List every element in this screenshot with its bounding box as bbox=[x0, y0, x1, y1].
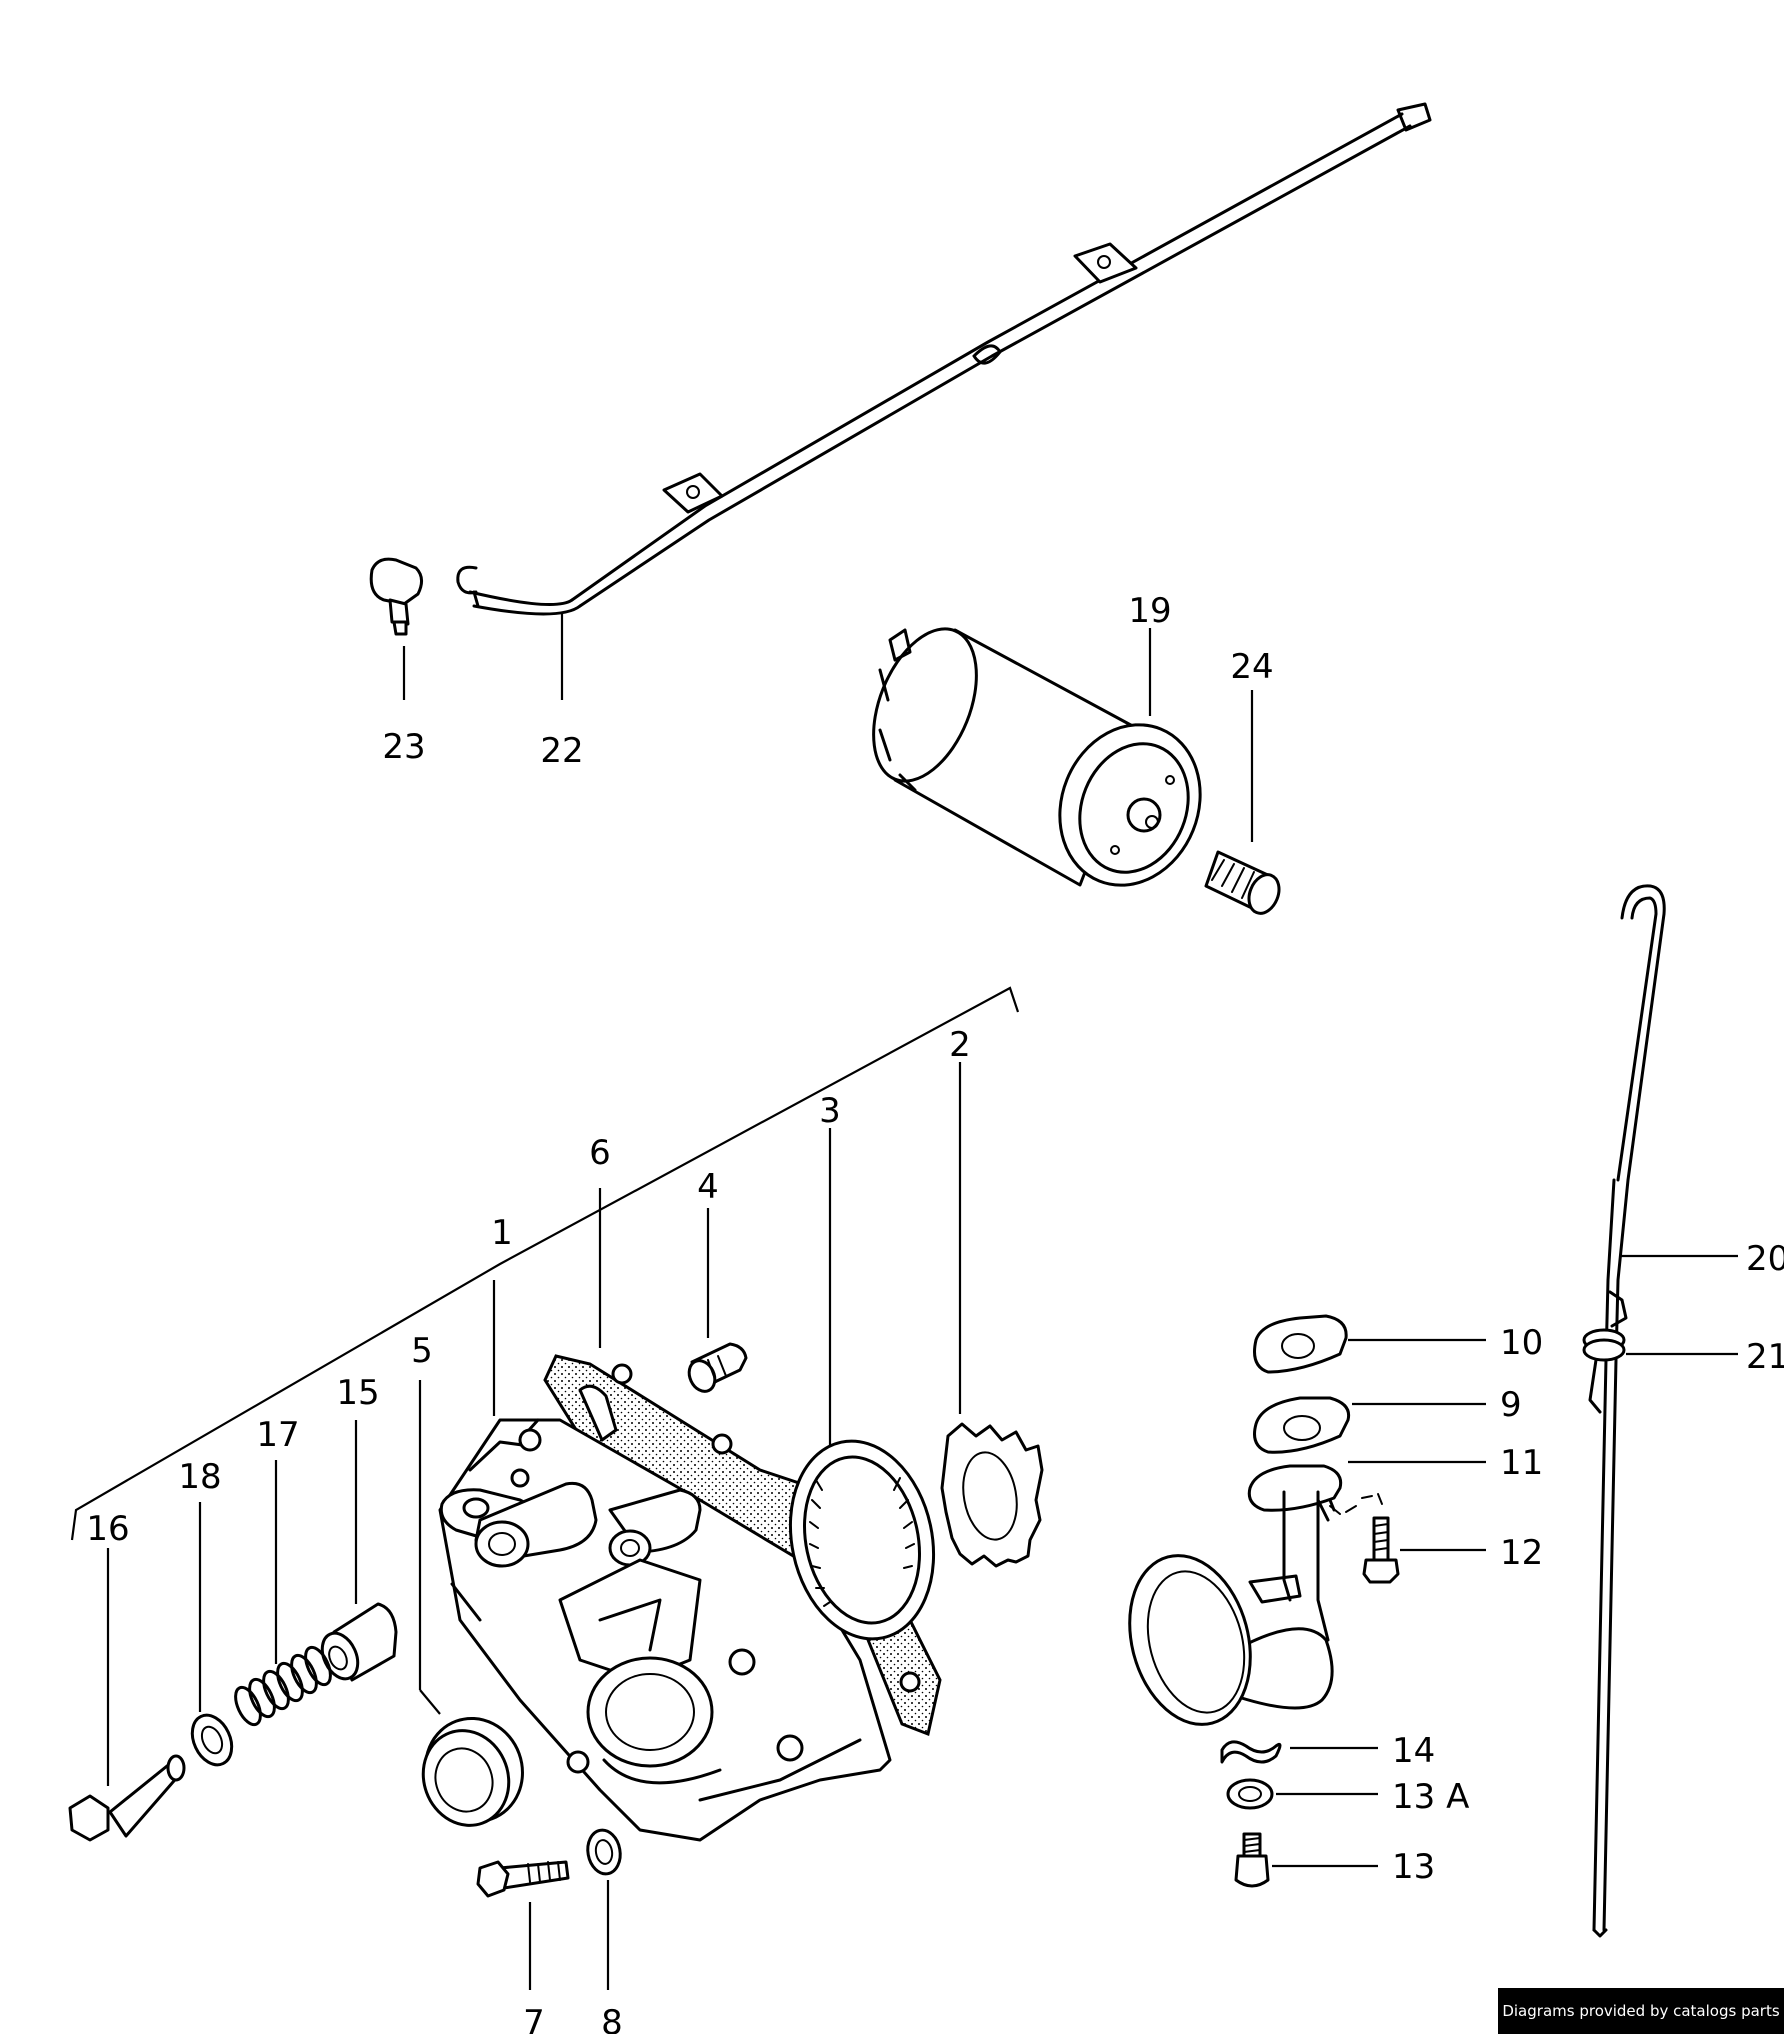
callout-6: 6 bbox=[589, 1133, 611, 1173]
dipstick-20 bbox=[1592, 884, 1666, 1938]
o-ring-14 bbox=[1220, 1740, 1282, 1764]
diagram-credit-badge: Diagrams provided by catalogs parts bbox=[1498, 1988, 1784, 2034]
bolt-13 bbox=[1234, 1832, 1270, 1888]
callout-19: 19 bbox=[1128, 591, 1171, 631]
callout-14: 14 bbox=[1392, 1731, 1435, 1771]
bolt-7 bbox=[476, 1860, 570, 1898]
callout-4: 4 bbox=[697, 1167, 719, 1207]
callout-23: 23 bbox=[382, 727, 425, 767]
callout-24: 24 bbox=[1230, 647, 1273, 687]
callout-labels: 23 22 19 24 2 3 6 4 1 5 15 17 18 16 7 8 … bbox=[86, 591, 1784, 2034]
callout-9: 9 bbox=[1500, 1385, 1522, 1425]
oil-filter-19 bbox=[872, 627, 1202, 887]
spring-17 bbox=[234, 1645, 332, 1727]
oil-pump-housing-1 bbox=[438, 1418, 892, 1842]
callout-20: 20 bbox=[1746, 1239, 1784, 1279]
callout-2: 2 bbox=[949, 1025, 971, 1065]
dipstick-seal-21 bbox=[1582, 1328, 1626, 1414]
callout-21: 21 bbox=[1746, 1337, 1784, 1377]
drive-sprocket-2 bbox=[940, 1422, 1044, 1568]
leader-lines bbox=[106, 612, 1738, 1990]
plug-bolt-16 bbox=[68, 1754, 186, 1842]
callout-15: 15 bbox=[336, 1373, 379, 1413]
callout-17: 17 bbox=[256, 1415, 299, 1455]
flange-gasket-9 bbox=[1253, 1396, 1351, 1454]
callout-18: 18 bbox=[178, 1457, 221, 1497]
shaft-seal-5 bbox=[421, 1716, 524, 1827]
callout-1: 1 bbox=[491, 1213, 513, 1253]
washer-13a bbox=[1226, 1778, 1274, 1810]
callout-10: 10 bbox=[1500, 1323, 1543, 1363]
bolt-12 bbox=[1329, 1493, 1400, 1584]
pump-gear-3 bbox=[788, 1439, 936, 1641]
plug-15 bbox=[320, 1602, 398, 1682]
callout-7: 7 bbox=[523, 2003, 545, 2034]
seal-ring-18 bbox=[190, 1713, 234, 1767]
assembly-bracket-1 bbox=[70, 986, 1020, 1541]
washer-8 bbox=[586, 1828, 622, 1876]
callout-16: 16 bbox=[86, 1509, 129, 1549]
callout-22: 22 bbox=[540, 731, 583, 771]
oil-pickup-tube-11 bbox=[1128, 1464, 1343, 1726]
threaded-stud-24 bbox=[1204, 850, 1281, 915]
callout-3: 3 bbox=[819, 1091, 841, 1131]
pin-4 bbox=[687, 1342, 748, 1393]
callout-13a: 13 A bbox=[1392, 1777, 1469, 1817]
callout-8: 8 bbox=[601, 2003, 623, 2034]
elbow-fitting-23 bbox=[369, 557, 423, 636]
callout-12: 12 bbox=[1500, 1533, 1543, 1573]
callout-11: 11 bbox=[1500, 1443, 1543, 1483]
oil-spray-tube-22 bbox=[456, 102, 1432, 616]
callout-13: 13 bbox=[1392, 1847, 1435, 1887]
gasket-10 bbox=[1253, 1314, 1348, 1374]
callout-5: 5 bbox=[411, 1331, 433, 1371]
